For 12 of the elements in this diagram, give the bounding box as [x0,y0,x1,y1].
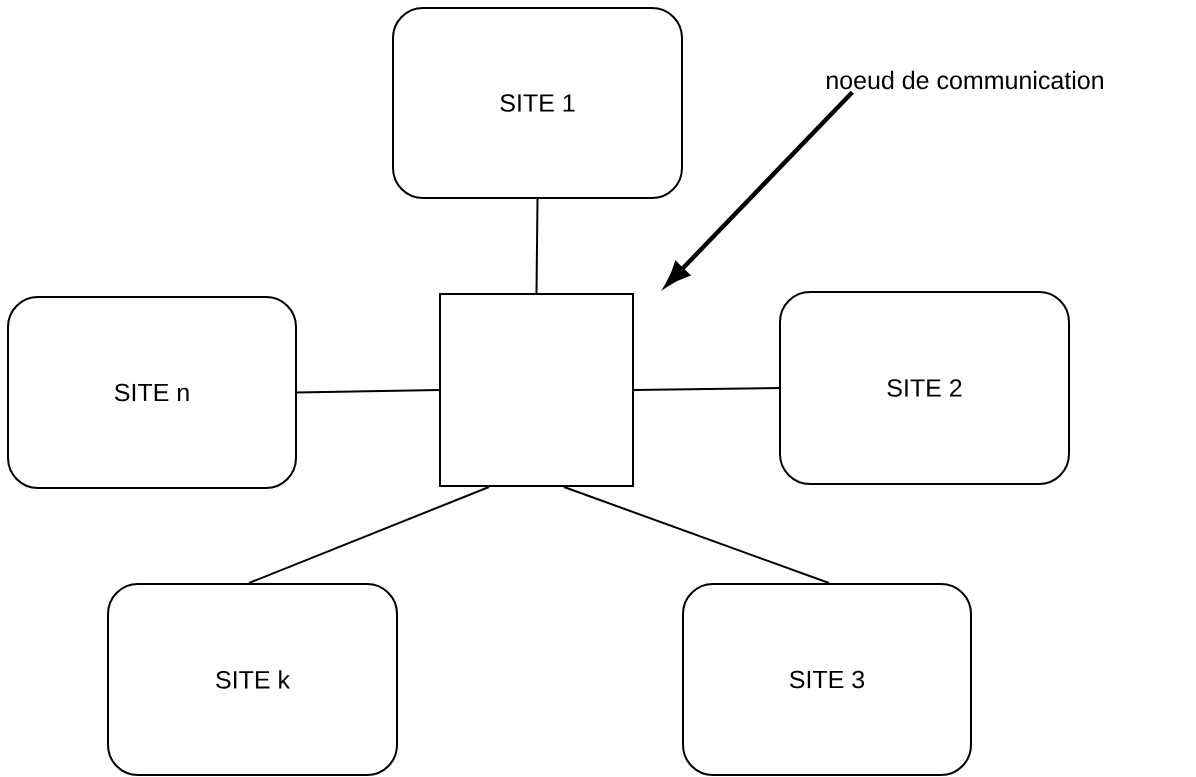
site-box: SITE 1 [392,7,683,199]
node-square [439,293,634,487]
connector-line [296,389,440,394]
callout-text: noeud de communication [827,70,1103,90]
connector-line [535,198,539,294]
site-box: SITE n [7,296,297,489]
site-box: SITE k [107,583,398,776]
connector-line [248,486,490,584]
connector-line [633,387,780,391]
connector-line [563,486,830,584]
site-box: SITE 3 [682,583,972,776]
site-box: SITE 2 [779,291,1070,485]
